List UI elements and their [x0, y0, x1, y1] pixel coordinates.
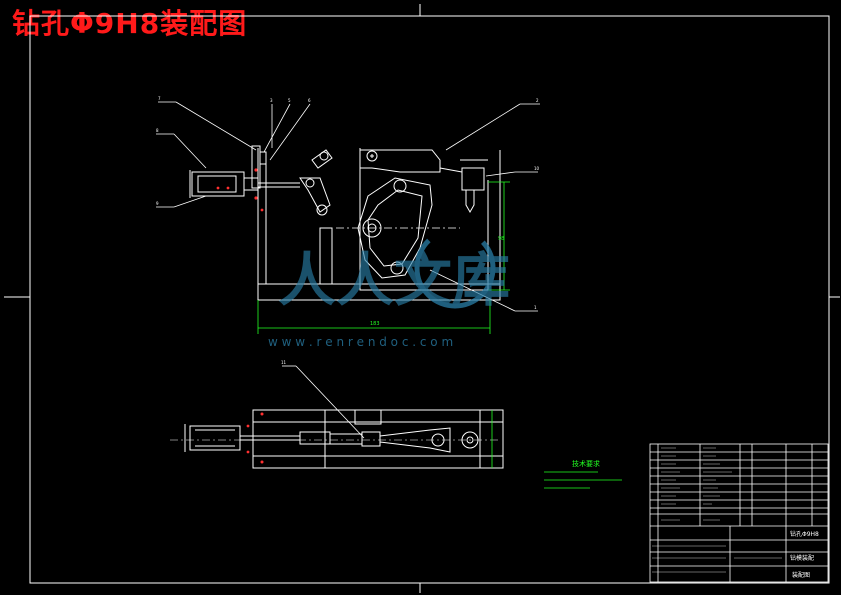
plan-view — [184, 409, 504, 469]
title-block-drawing-name: 钻孔Φ9H8 — [790, 530, 819, 538]
svg-text:5: 5 — [288, 98, 291, 103]
notes-heading: 技术要求 — [572, 459, 600, 468]
dimension-height: 98 — [498, 236, 504, 242]
svg-text:8: 8 — [156, 128, 159, 133]
title-block-assembly: 钻模装配 — [790, 554, 814, 562]
svg-text:7: 7 — [158, 96, 161, 101]
title-block-doc-type: 装配图 — [792, 571, 810, 579]
svg-text:11: 11 — [281, 360, 287, 365]
front-view — [189, 145, 501, 301]
cylinder-bolts — [216, 168, 264, 212]
svg-text:9: 9 — [156, 201, 159, 206]
plan-red-marks — [246, 412, 264, 464]
technical-notes — [544, 471, 622, 489]
watermark-text: 人人文库 — [278, 246, 510, 314]
watermark-logo: 人人文库 w w w . r e n r e n d o c . c o m — [268, 227, 510, 349]
svg-text:10: 10 — [534, 166, 540, 171]
svg-text:3: 3 — [270, 98, 273, 103]
watermark-url: w w w . r e n r e n d o c . c o m — [268, 335, 453, 349]
sheet-border — [4, 4, 840, 593]
parts-list-entries — [652, 447, 782, 573]
dimension-width: 183 — [370, 321, 380, 327]
dimensions — [257, 181, 510, 334]
svg-text:1: 1 — [534, 305, 537, 310]
drawing-title: 钻孔Φ9H8装配图 — [12, 7, 248, 40]
leader-lines — [156, 101, 540, 439]
title-block — [649, 443, 829, 583]
svg-text:6: 6 — [308, 98, 311, 103]
svg-text:2: 2 — [536, 98, 539, 103]
leader-tags: 7 8 9 3 5 6 2 10 1 11 — [156, 96, 540, 365]
